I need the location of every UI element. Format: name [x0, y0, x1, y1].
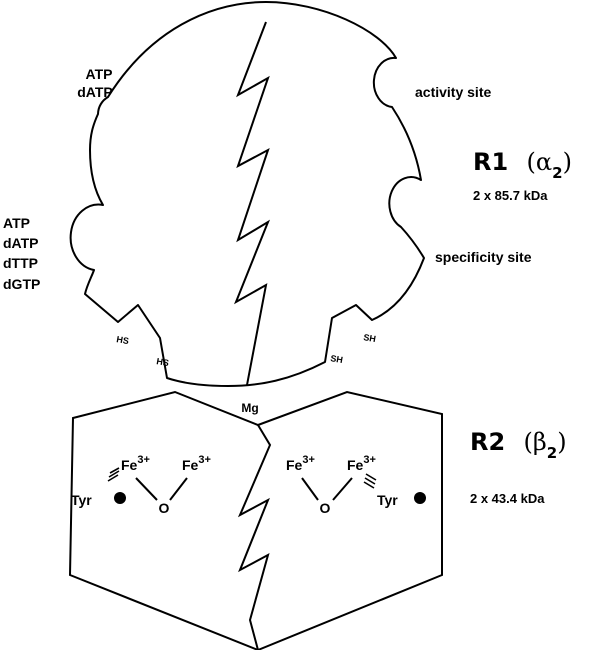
r2-oxygen-left: O — [159, 500, 170, 516]
r1-thiol-right-1: SH — [363, 332, 377, 344]
r1-thiol-left-2: HS — [156, 356, 170, 368]
r1-specificity-site-label: specificity site — [435, 249, 532, 265]
r2-jagged-divider — [237, 424, 272, 650]
r2-fe-right-2: Fe3+ — [347, 454, 376, 473]
r1-name-greek: α — [536, 148, 552, 176]
r2-bond-left-a — [135, 477, 158, 501]
r2-name-subscript: 2 — [547, 444, 557, 462]
r2-hydrogen-bond-left — [107, 467, 120, 482]
r1-subunit-outline — [69, 1, 425, 387]
r1-thiol-right-2: SH — [330, 353, 344, 365]
r2-fe-right-1: Fe3+ — [286, 454, 315, 473]
r2-oxygen-right: O — [320, 500, 331, 516]
r1-left-site-bottom-label-1: ATP — [3, 215, 30, 231]
r2-subunit-outline — [68, 390, 443, 650]
r2-name-label: R2 (β2) — [470, 428, 567, 462]
r2-bond-right-b — [332, 477, 353, 501]
mg-label: Mg — [241, 401, 258, 415]
r2-hydrogen-bond-right — [363, 473, 377, 489]
r2-tyr-left: Tyr — [71, 492, 92, 508]
r2-name-prefix: R2 — [470, 428, 505, 456]
r1-left-site-bottom-label-2: dATP — [3, 235, 39, 251]
r1-mass-label: 2 x 85.7 kDa — [473, 188, 548, 203]
r2-fe-left-1: Fe3+ — [121, 454, 150, 473]
r1-name-prefix: R1 — [473, 148, 508, 176]
r1-jagged-divider — [234, 21, 271, 386]
r2-name-greek: β — [533, 428, 547, 456]
r1-left-site-top-label-2: dATP — [77, 84, 113, 100]
r2-fe-left-2: Fe3+ — [182, 454, 211, 473]
r1-name-subscript: 2 — [552, 164, 562, 182]
r2-bond-right-a — [301, 477, 319, 501]
r1-name-label: R1 (α2) — [473, 148, 572, 182]
r1-left-site-bottom-label-4: dGTP — [3, 276, 40, 292]
r2-tyr-right: Tyr — [377, 492, 398, 508]
r2-tyr-right-dot — [414, 492, 426, 504]
r2-bond-left-b — [169, 477, 188, 501]
r2-tyr-left-dot — [114, 492, 126, 504]
r1-left-site-top-label-1: ATP — [86, 66, 113, 82]
r1-left-site-bottom-label-3: dTTP — [3, 255, 38, 271]
r2-mass-label: 2 x 43.4 kDa — [470, 491, 545, 506]
r1-activity-site-label: activity site — [415, 84, 491, 100]
r1-thiol-left-1: HS — [116, 334, 130, 346]
